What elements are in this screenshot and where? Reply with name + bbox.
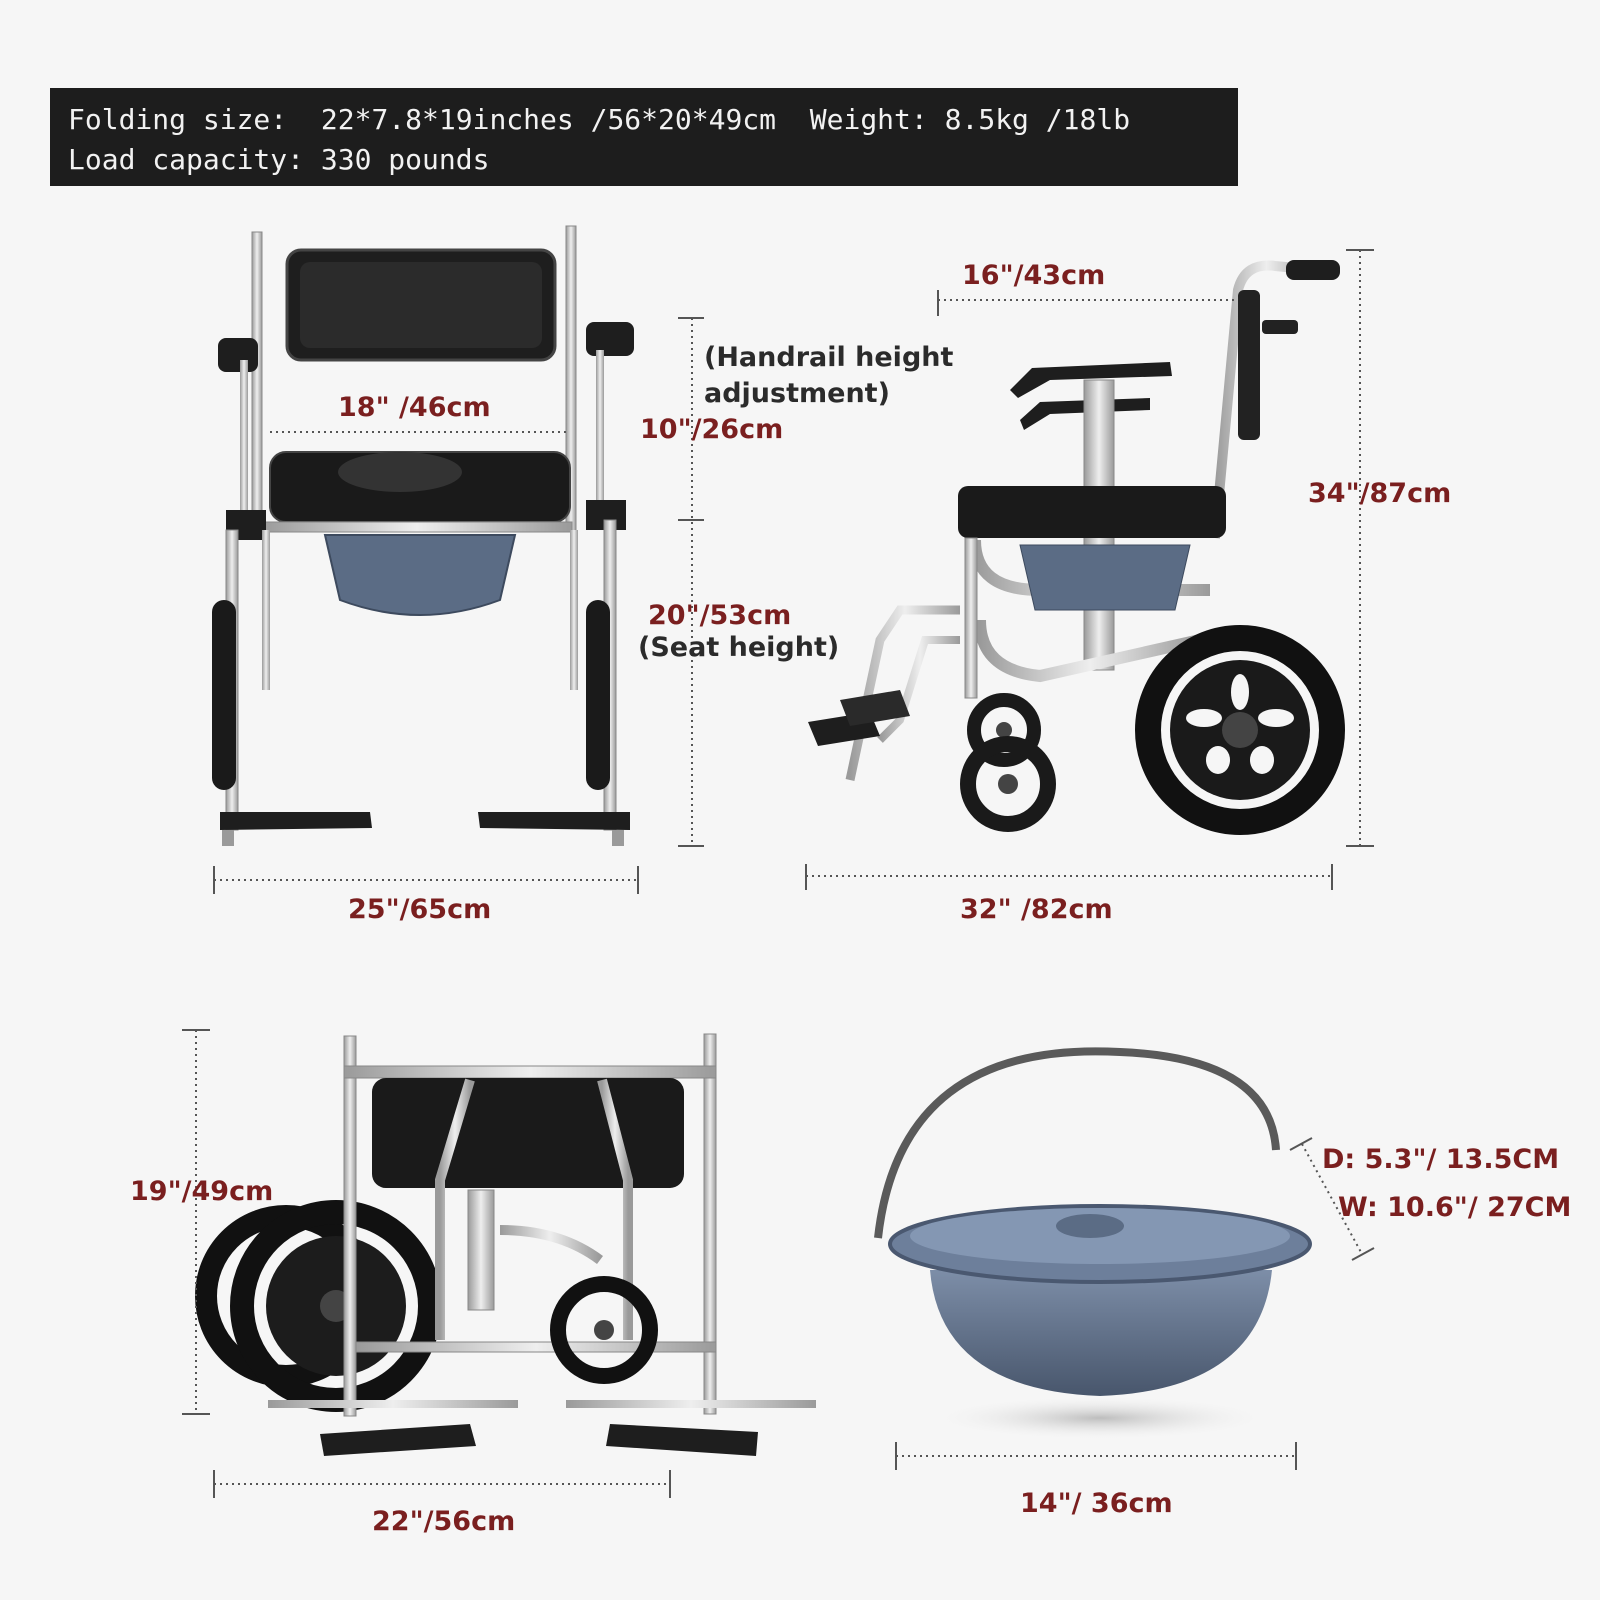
folding-size-value: 22*7.8*19inches /56*20*49cm [320,103,777,136]
load-capacity-label: Load capacity: [68,143,305,176]
bucket-depth-label: D: 5.3"/ 13.5CM [1322,1144,1560,1175]
overall-height-label: 34"/87cm [1308,478,1452,509]
seat-depth-label: 16"/43cm [962,260,1106,291]
handrail-note-line1: (Handrail height [704,342,954,373]
folded-width-label: 22"/56cm [372,1506,516,1537]
spec-banner: Folding size: 22*7.8*19inches /56*20*49c… [50,88,1238,186]
seat-height-note: (Seat height) [638,632,840,663]
side-view-dimension-lines [805,249,1374,890]
commode-bucket [874,1047,1312,1440]
handrail-note-line2: adjustment) [704,378,890,409]
folding-size-label: Folding size: [68,103,288,136]
overall-length-label: 32" /82cm [960,894,1113,925]
bucket-width-label: W: 10.6"/ 27CM [1338,1192,1572,1223]
front-view-dimension-lines [213,317,704,894]
weight-label: Weight: [809,103,928,136]
seat-width-label: 18" /46cm [338,392,491,423]
side-view-chair [808,260,1345,835]
folded-dimension-lines [182,1029,671,1498]
banner-row-load: Load capacity: 330 pounds [68,140,1220,180]
seat-height-label: 20"/53cm [648,600,792,631]
load-capacity-value: 330 pounds [320,143,490,176]
folded-height-label: 19"/49cm [130,1176,274,1207]
bucket-diameter-label: 14"/ 36cm [1020,1488,1173,1519]
handrail-adjust-label: 10"/26cm [640,414,784,445]
bucket-dimension-lines [895,1137,1375,1470]
front-view-chair [212,225,634,846]
weight-value: 8.5kg /18lb [944,103,1131,136]
folded-chair [195,1033,816,1456]
banner-row-folding: Folding size: 22*7.8*19inches /56*20*49c… [68,100,1220,140]
overall-width-label: 25"/65cm [348,894,492,925]
